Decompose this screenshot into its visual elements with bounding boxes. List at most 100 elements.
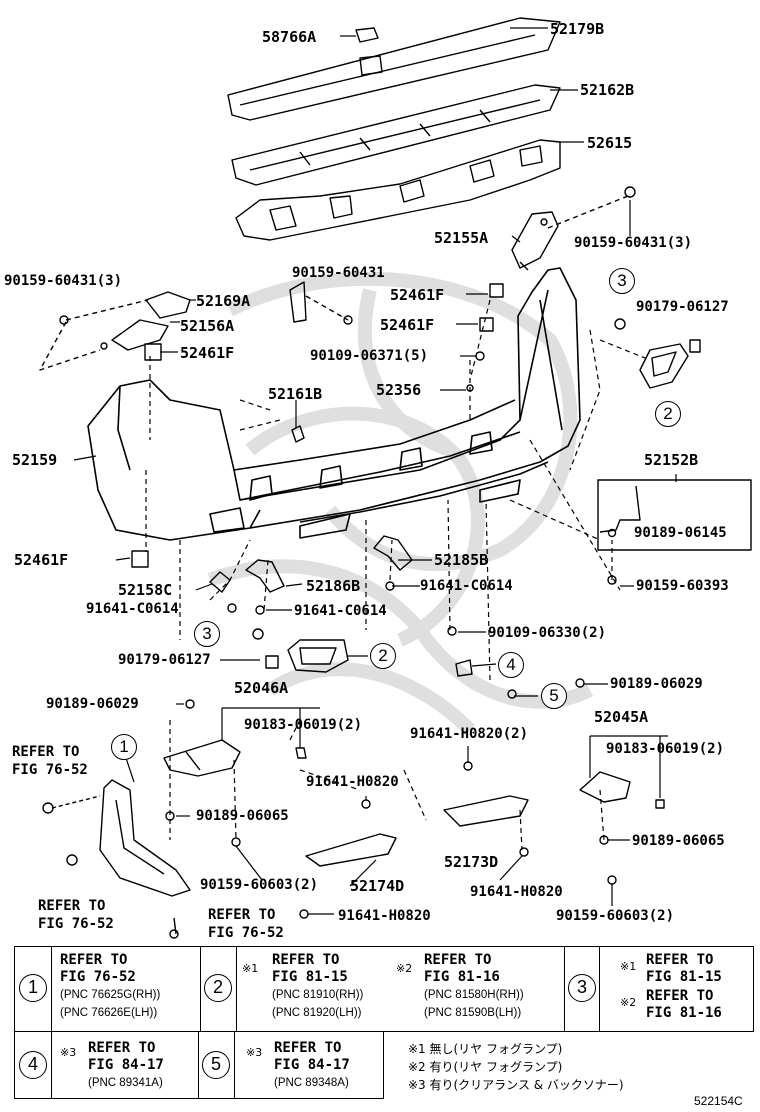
table-callout-2: 2 — [204, 974, 232, 1002]
table-callout-3: 3 — [568, 974, 596, 1002]
label-90179-06127-left: 90179-06127 — [118, 652, 211, 668]
label-52185B: 52185B — [434, 551, 489, 569]
label-52152B: 52152B — [644, 451, 699, 469]
part-bracket-center — [289, 281, 307, 323]
clip-52461F-a — [489, 283, 504, 298]
table-2-ref2-line2: FIG 81-16 — [424, 969, 500, 985]
table-3-ref2-line1: REFER TO — [646, 988, 714, 1004]
rear-lamp-right-shape — [614, 318, 701, 389]
label-91641-H0820-2: 91641-H0820(2) — [410, 726, 529, 742]
part-52158C-shape — [209, 571, 231, 593]
callout-3-left: 3 — [194, 621, 220, 647]
table-1-ref-line1: REFER TO — [60, 952, 128, 968]
label-90109-06330: 90109-06330(2) — [488, 625, 607, 641]
label-leaders — [73, 27, 677, 915]
refer-label-c-line2: FIG 76-52 — [208, 925, 284, 941]
label-52186B: 52186B — [306, 577, 361, 595]
label-90159-60431: 90159-60431 — [292, 265, 385, 281]
box-52152B — [597, 479, 752, 551]
table-5-ref-line2: FIG 84-17 — [274, 1057, 350, 1073]
part-52159-bumper-cover — [87, 267, 581, 541]
callout-2-right: 2 — [655, 401, 681, 427]
table-2-ref2-line1: REFER TO — [424, 952, 492, 968]
table-1-ref-line2: FIG 76-52 — [60, 969, 136, 985]
table-4-ref-line2: FIG 84-17 — [88, 1057, 164, 1073]
part-52161B-shape — [291, 425, 305, 443]
label-58766A: 58766A — [262, 28, 317, 46]
part-52179B-shape — [227, 17, 561, 121]
part-52152B-shape — [599, 485, 641, 533]
table-2-pnc2-lh: (PNC 81590B(LH)) — [424, 1007, 522, 1019]
note-1: ※1 無し(リヤ フォグランプ) — [408, 1042, 563, 1056]
label-90189-06029-right: 90189-06029 — [610, 676, 703, 692]
part-52045A-shape — [579, 771, 665, 809]
refer-label-a-line2: FIG 76-52 — [12, 762, 88, 778]
refer-label-c-line1: REFER TO — [208, 907, 276, 923]
callout-1: 1 — [111, 734, 137, 760]
refer-label-b-line2: FIG 76-52 — [38, 916, 114, 932]
table-2-pnc2-rh: (PNC 81580H(RH)) — [424, 989, 524, 1001]
callout-5: 5 — [541, 683, 567, 709]
part-52174D-shape — [305, 833, 397, 867]
label-90183-06019-left: 90183-06019(2) — [244, 717, 363, 733]
label-52356: 52356 — [376, 381, 422, 399]
label-52169A: 52169A — [196, 292, 251, 310]
part-52615-shape — [235, 139, 561, 241]
part-52173D-shape — [443, 795, 529, 827]
label-52161B: 52161B — [268, 385, 323, 403]
label-52162B: 52162B — [580, 81, 635, 99]
label-90189-06145: 90189-06145 — [634, 525, 727, 541]
table-2-mark1: ※1 — [242, 962, 259, 975]
label-52179B: 52179B — [550, 20, 605, 38]
part-52162B-shape — [231, 84, 561, 186]
sonar-sensor-shape — [455, 659, 473, 677]
label-90179-06127-right: 90179-06127 — [636, 299, 729, 315]
part-58766A-shape — [355, 27, 379, 43]
part-52185B-shape — [373, 535, 413, 571]
label-91641-H0820-b: 91641-H0820 — [470, 884, 563, 900]
note-2: ※2 有り(リヤ フォグランプ) — [408, 1060, 563, 1074]
label-90189-06029-left: 90189-06029 — [46, 696, 139, 712]
label-90159-60393: 90159-60393 — [636, 578, 729, 594]
label-52045A: 52045A — [594, 708, 649, 726]
label-52173D: 52173D — [444, 853, 499, 871]
refer-label-a-line1: REFER TO — [12, 744, 80, 760]
rear-lamp-left-shape — [252, 628, 349, 673]
table-5-ref-line1: REFER TO — [274, 1040, 342, 1056]
label-91641-C0614-b: 91641-C0614 — [86, 601, 179, 617]
label-91641-H0820-a: 91641-H0820 — [306, 774, 399, 790]
table-3-ref2-line2: FIG 81-16 — [646, 1005, 722, 1021]
table-1-pnc-lh: (PNC 76626E(LH)) — [60, 1007, 158, 1019]
table-5-mark: ※3 — [246, 1046, 263, 1059]
table-2-pnc1-lh: (PNC 81920(LH)) — [272, 1007, 362, 1019]
label-52461F-3: 52461F — [180, 344, 235, 362]
label-90109-06371: 90109-06371(5) — [310, 348, 429, 364]
label-52046A: 52046A — [234, 679, 289, 697]
label-90189-06065-right: 90189-06065 — [632, 833, 725, 849]
label-52461F-4: 52461F — [14, 551, 69, 569]
reference-table-row1 — [14, 946, 754, 1032]
refer-label-b-line1: REFER TO — [38, 898, 106, 914]
label-52174D: 52174D — [350, 877, 405, 895]
clip-52461F-d — [131, 550, 149, 568]
label-90159-60431-3-right: 90159-60431(3) — [574, 235, 693, 251]
part-52356-shape — [466, 384, 474, 392]
part-52186B-shape — [245, 559, 285, 593]
table-4-ref-line1: REFER TO — [88, 1040, 156, 1056]
watermark-emblem — [207, 271, 594, 735]
label-90159-60603-right: 90159-60603(2) — [556, 908, 675, 924]
label-90159-60431-3-left: 90159-60431(3) — [4, 273, 123, 289]
label-52615: 52615 — [587, 134, 633, 152]
table-5-pnc: (PNC 89348A) — [274, 1077, 349, 1089]
mudguard-shape — [42, 779, 191, 939]
note-3: ※3 有り(クリアランス & バックソナー) — [408, 1078, 624, 1092]
clip-52461F-b — [479, 317, 494, 332]
label-90189-06065-left: 90189-06065 — [196, 808, 289, 824]
callout-4: 4 — [498, 652, 524, 678]
callout-3-right: 3 — [609, 268, 635, 294]
label-52461F-2: 52461F — [380, 316, 435, 334]
label-52461F-1: 52461F — [390, 286, 445, 304]
table-3-mark2: ※2 — [620, 996, 637, 1009]
table-4-mark: ※3 — [60, 1046, 77, 1059]
